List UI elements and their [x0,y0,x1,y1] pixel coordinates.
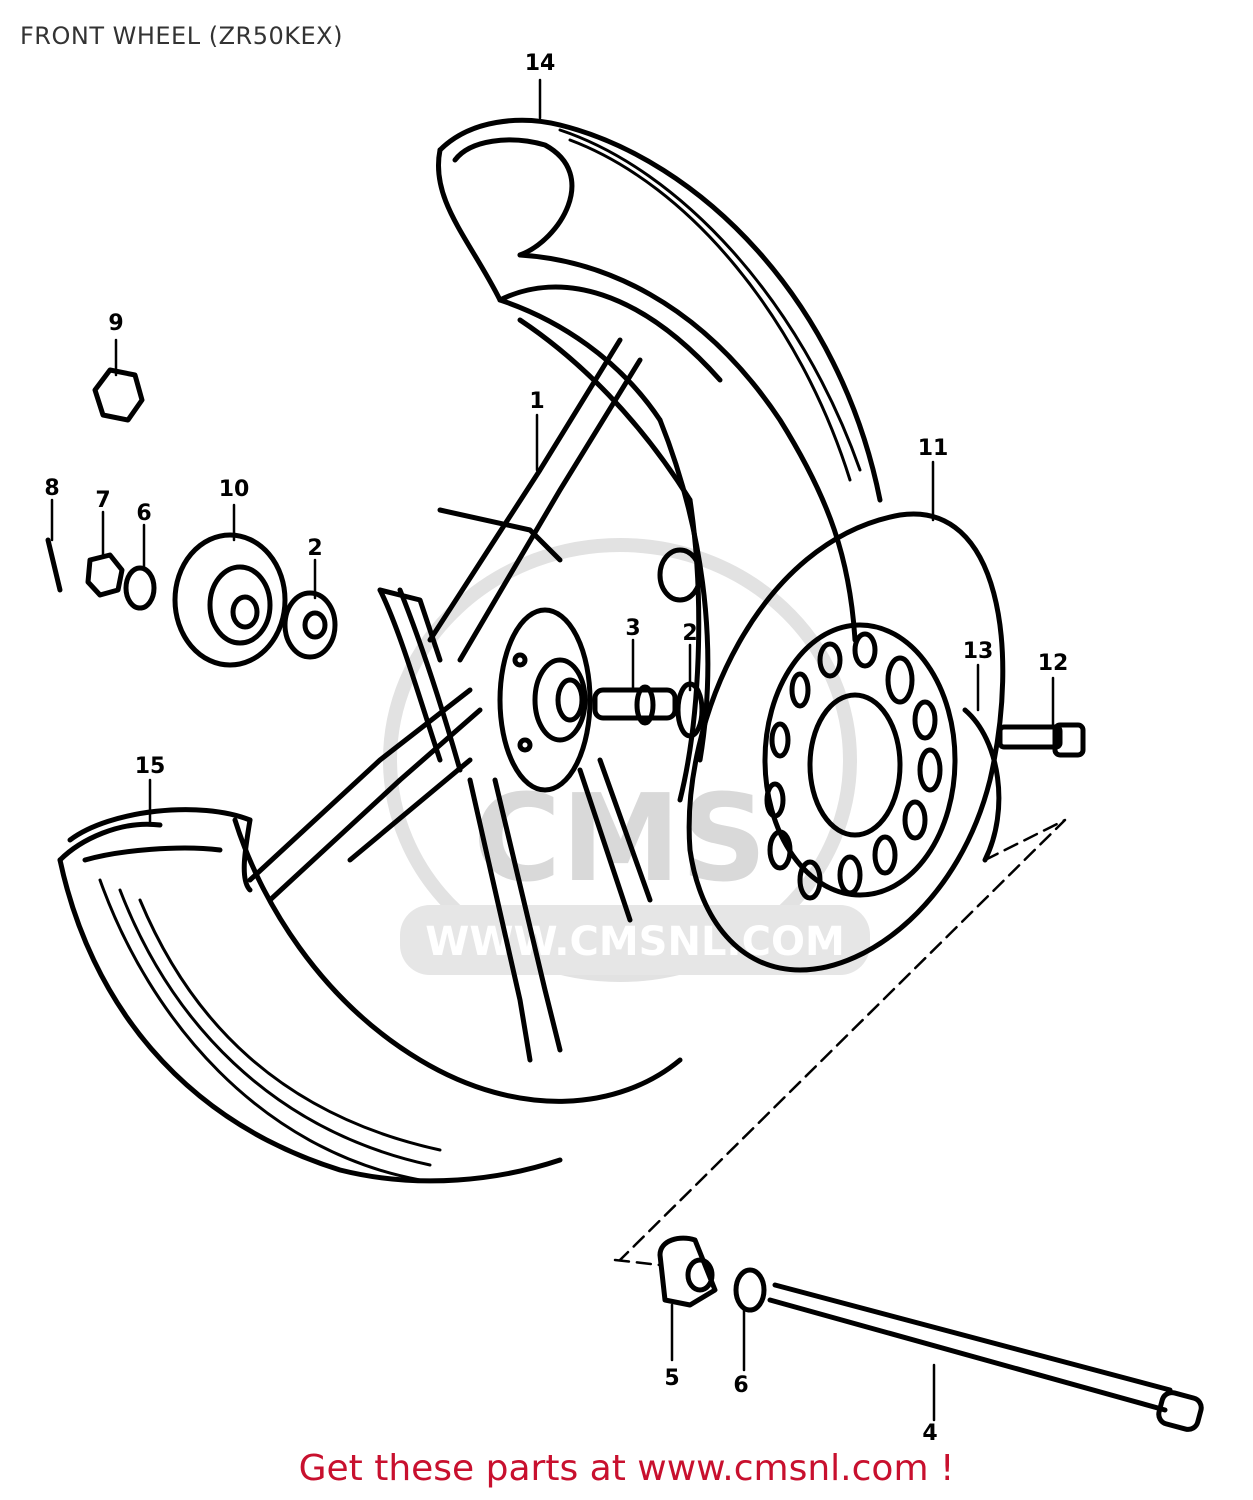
callout-13: 13 [963,639,994,664]
callout-10: 10 [219,477,250,502]
brake-disc [686,511,1006,973]
callout-1: 1 [529,389,544,414]
callout-8: 8 [44,476,59,501]
bearing-upper [282,590,338,660]
callout-4: 4 [922,1421,937,1440]
spacer [657,547,718,1308]
axle [767,1282,1204,1432]
footer-parts-link[interactable]: Get these parts at www.cmsnl.com ! [298,1448,955,1489]
callout-11: 11 [918,436,949,461]
callout-2-lower: 2 [682,621,697,646]
leader-lines [50,78,1055,1422]
callout-6-lower: 6 [733,1373,748,1398]
nut [92,367,145,423]
castle-nut [85,552,125,598]
watermark: CMS WWW.CMSNL.COM [383,538,870,982]
callout-14: 14 [525,51,556,76]
callout-6-upper: 6 [136,501,151,526]
callouts: 14 9 1 11 8 7 6 10 2 3 2 13 12 15 5 6 4 [44,51,1068,1440]
callout-3: 3 [625,616,640,641]
callout-7: 7 [95,488,110,513]
speedometer-gearbox [172,532,288,668]
washer-lower [733,1267,767,1313]
bolt [997,722,1086,758]
rim [247,297,711,1063]
callout-2-upper: 2 [307,536,322,561]
page-title: FRONT WHEEL (ZR50KEX) [20,22,343,50]
callout-15: 15 [135,754,166,779]
callout-12: 12 [1038,651,1069,676]
washer-upper [123,565,157,611]
lock-plate [962,707,1002,863]
cotter-pin [45,537,63,593]
watermark-url-text: WWW.CMSNL.COM [425,919,845,965]
assembly-axis [613,818,1067,1267]
tire [57,117,883,1184]
callout-9: 9 [108,311,123,336]
exploded-parts-diagram: CMS WWW.CMSNL.COM [44,51,1204,1440]
callout-5: 5 [664,1366,679,1391]
